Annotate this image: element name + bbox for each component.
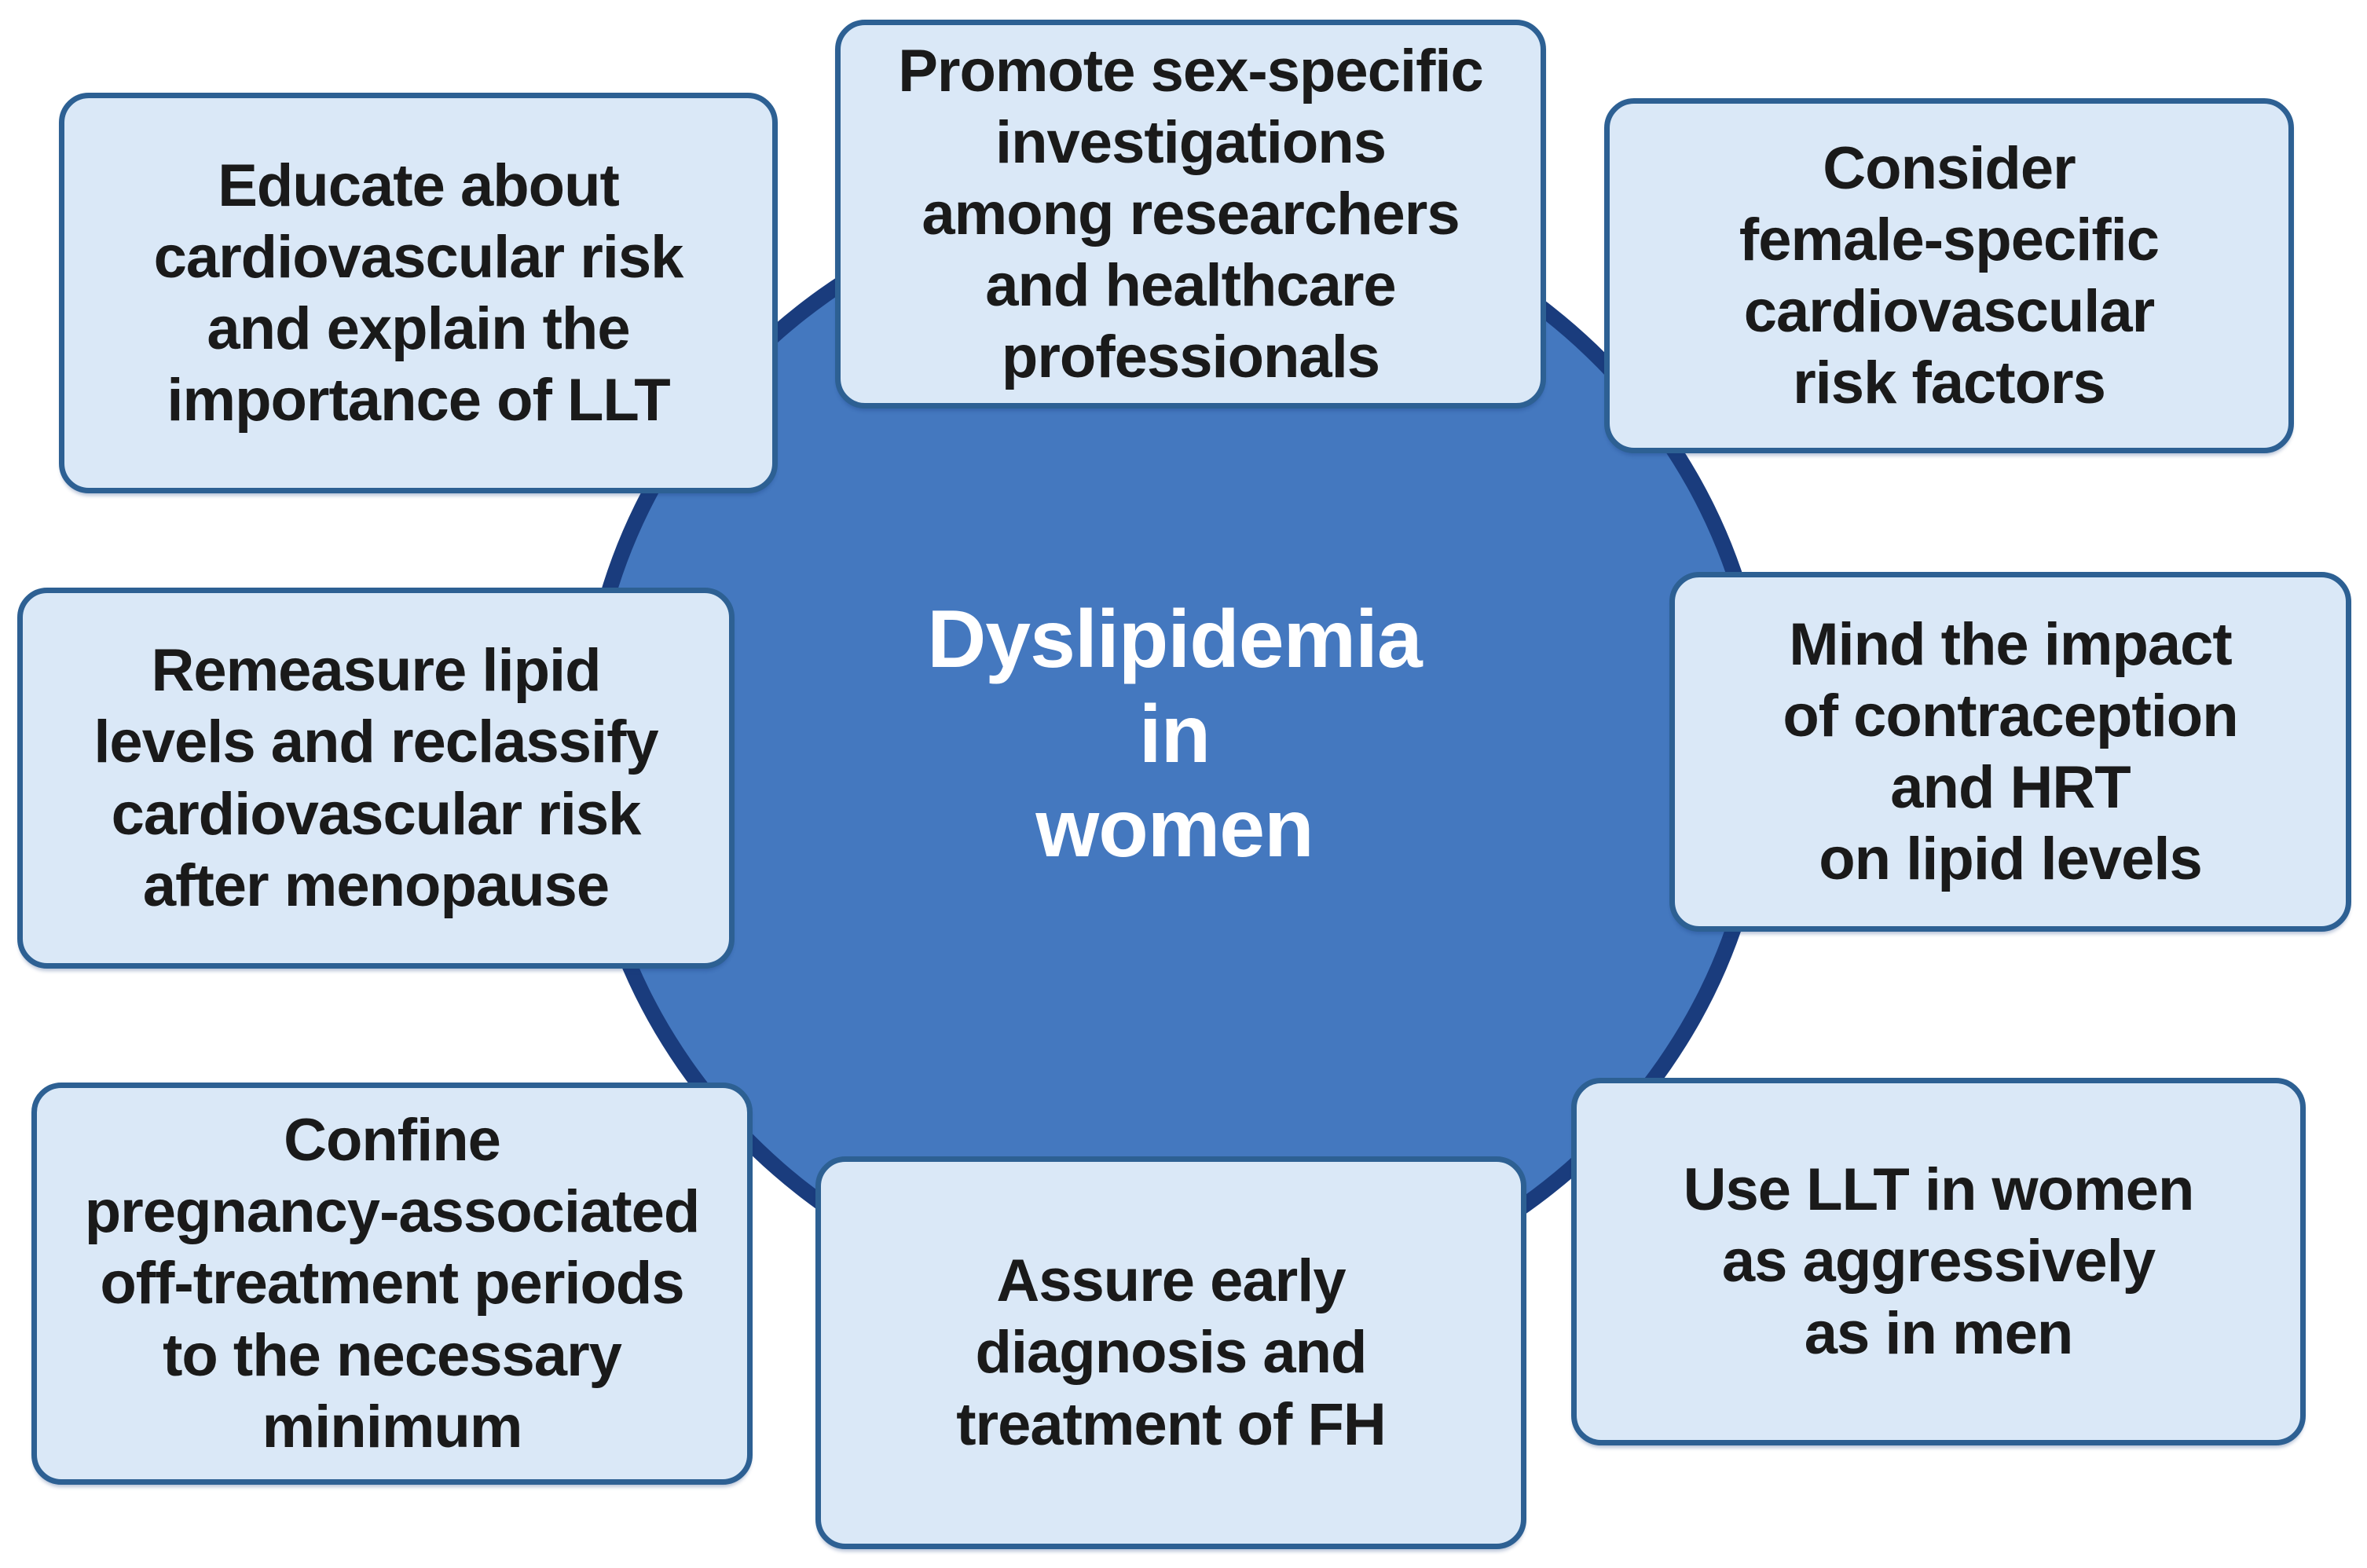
recommendation-box-pregnancy-off-treatment: Confine pregnancy-associated off-treatme…	[31, 1083, 753, 1485]
box-text: Mind the impact of contraception and HRT…	[1783, 610, 2238, 893]
box-text: Consider female-specific cardiovascular …	[1739, 134, 2160, 417]
recommendation-box-educate: Educate about cardiovascular risk and ex…	[59, 93, 778, 493]
recommendation-box-use-llt: Use LLT in women as aggressively as in m…	[1571, 1078, 2306, 1445]
box-text: Assure early diagnosis and treatment of …	[956, 1247, 1387, 1458]
recommendation-box-promote-investigations: Promote sex-specific investigations amon…	[835, 20, 1546, 408]
box-text: Remeasure lipid levels and reclassify ca…	[93, 637, 658, 919]
center-title: Dyslipidemia in women	[927, 594, 1423, 875]
recommendation-box-remeasure-lipids: Remeasure lipid levels and reclassify ca…	[17, 588, 735, 969]
box-text: Educate about cardiovascular risk and ex…	[153, 152, 684, 434]
recommendation-box-contraception-hrt: Mind the impact of contraception and HRT…	[1669, 572, 2351, 932]
recommendation-box-fh-diagnosis: Assure early diagnosis and treatment of …	[815, 1156, 1526, 1549]
box-text: Use LLT in women as aggressively as in m…	[1683, 1156, 2195, 1367]
recommendation-box-female-risk-factors: Consider female-specific cardiovascular …	[1604, 98, 2294, 453]
box-text: Promote sex-specific investigations amon…	[898, 37, 1484, 391]
box-text: Confine pregnancy-associated off-treatme…	[84, 1107, 701, 1460]
